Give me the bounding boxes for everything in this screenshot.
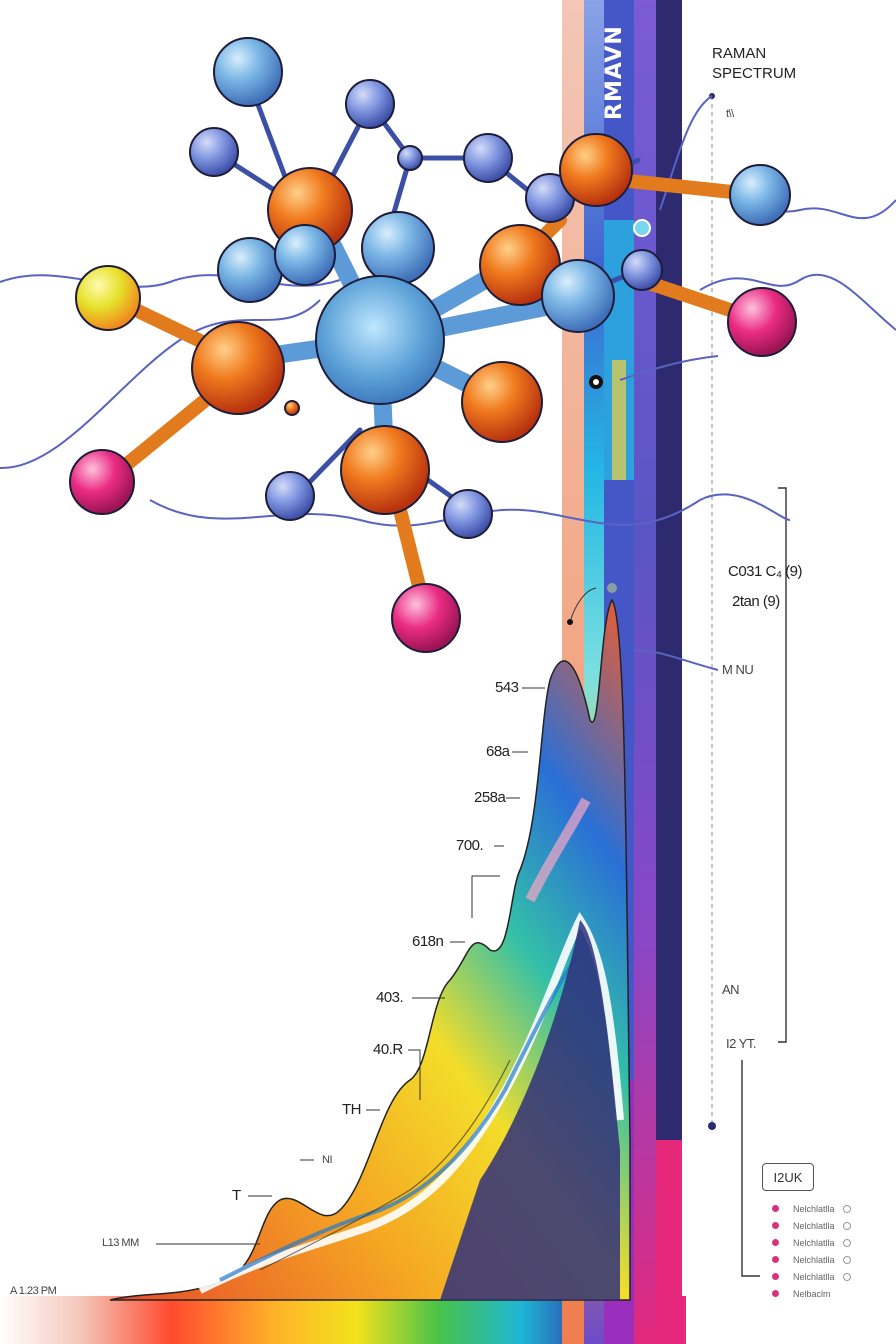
peak-label-11: L13 MM (102, 1237, 139, 1249)
right-label-b: 2tan (9) (732, 593, 780, 610)
ring-icon (842, 1238, 851, 1247)
spectrum-bar-navy (656, 0, 682, 1140)
legend-dot-icon (772, 1239, 779, 1246)
peak-label-12: A 1.23 PM (10, 1285, 57, 1297)
legend-item: Nelchlatlla (772, 1268, 872, 1285)
ring-icon (842, 1204, 851, 1213)
peak-label-2: 68a (486, 743, 510, 760)
legend-item: Nelchlatlla (772, 1251, 872, 1268)
ring-icon (842, 1272, 851, 1281)
legend-item: Nelchlatlla (772, 1234, 872, 1251)
peak-label-9: NI (322, 1154, 333, 1166)
right-label-d: AN (722, 982, 740, 997)
peak-label-5: 618n (412, 933, 444, 950)
peak-label-4: 700. (456, 837, 484, 854)
title-line-1: RAMAN (712, 45, 767, 62)
legend-dot-icon (772, 1256, 779, 1263)
legend-item: Nelbaclm (772, 1285, 872, 1302)
peak-label-3: 258a (474, 789, 506, 806)
legend-dot-icon (772, 1205, 779, 1212)
peak-label-8: TH (342, 1101, 362, 1118)
vertical-spectrum-title: RMAVN (602, 25, 627, 121)
peak-label-1: 543 (495, 679, 519, 696)
top-marker-label: t\\ (726, 108, 734, 120)
legend-dot-icon (772, 1222, 779, 1229)
peak-label-6: 403. (376, 989, 404, 1006)
title-line-2: SPECTRUM (712, 65, 797, 82)
right-label-a: C031 C₄ (9) (728, 563, 802, 580)
spectrum-bar-violet (634, 0, 656, 1344)
right-label-c: M NU (722, 662, 754, 677)
peak-label-7: 40.R (373, 1041, 403, 1058)
page-title: RAMAN SPECTRUM (712, 44, 796, 84)
peak-label-10: T (232, 1187, 241, 1204)
ring-icon (842, 1255, 851, 1264)
ring-icon (842, 1221, 851, 1230)
legend-dot-icon (772, 1273, 779, 1280)
legend: Nelchlatlla Nelchlatlla Nelchlatlla Nelc… (772, 1200, 872, 1302)
right-label-e: I2 YT. (726, 1036, 757, 1051)
legend-item: Nelchlatlla (772, 1217, 872, 1234)
raman-curve (109, 598, 631, 1301)
legend-title-box: I2UK (762, 1163, 814, 1191)
legend-item: Nelchlatlla (772, 1200, 872, 1217)
legend-dot-icon (772, 1290, 779, 1297)
